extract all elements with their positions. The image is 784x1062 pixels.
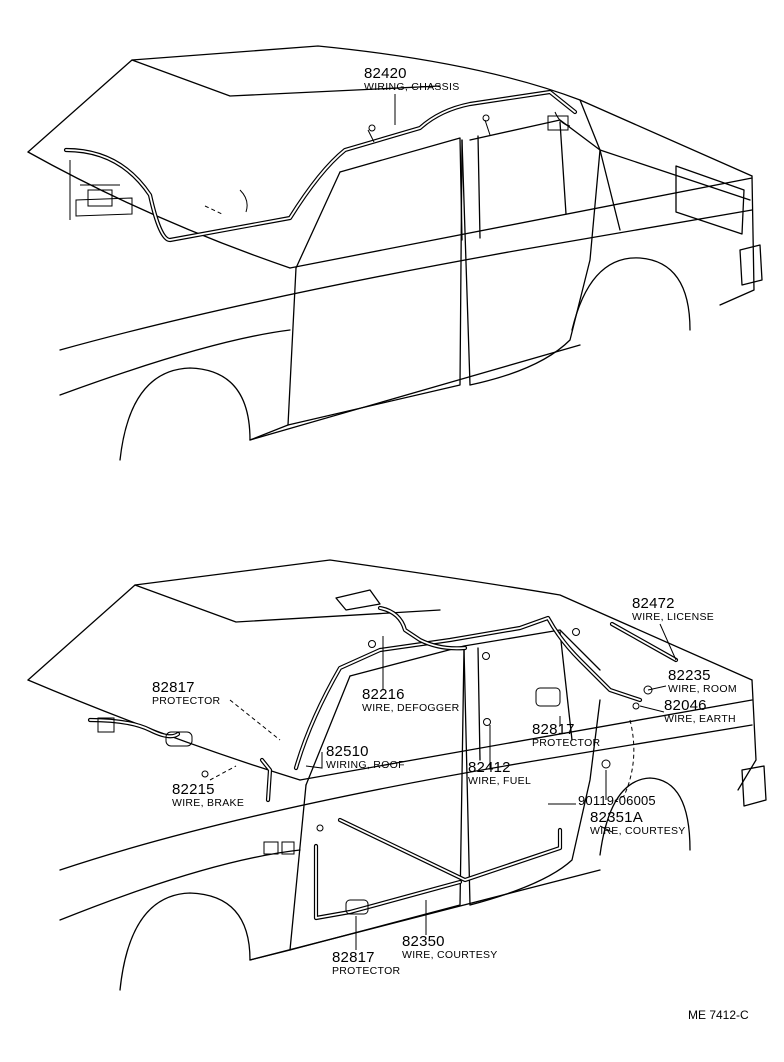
part-description: PROTECTOR (332, 965, 401, 977)
part-number: 82350 (402, 933, 445, 950)
part-label-82817-bottom: 82817 PROTECTOR (332, 950, 400, 977)
part-label-82046: 82046 WIRE, EARTH (664, 698, 736, 725)
part-number: 82215 (172, 781, 215, 798)
part-description: PROTECTOR (532, 737, 601, 749)
part-description: WIRE, BRAKE (172, 797, 245, 809)
part-number: 82235 (668, 667, 711, 684)
part-label-82420: 82420 WIRING, CHASSIS (364, 66, 460, 93)
top-car-body (27, 45, 763, 461)
part-number: 82817 (152, 679, 195, 696)
part-number: 82351A (590, 809, 643, 826)
part-label-82215: 82215 WIRE, BRAKE (172, 782, 244, 809)
part-number: 90119-06005 (578, 793, 656, 808)
part-number: 82817 (332, 949, 375, 966)
part-description: WIRE, LICENSE (632, 611, 715, 623)
part-label-82817-center: 82817 PROTECTOR (532, 722, 600, 749)
bottom-car-body (27, 559, 767, 991)
part-description: WIRING, ROOF (326, 759, 405, 771)
part-number: 82412 (468, 759, 511, 776)
part-description: WIRING, CHASSIS (364, 81, 460, 93)
part-description: PROTECTOR (152, 695, 221, 707)
part-description: WIRE, COURTESY (402, 949, 498, 961)
part-description: WIRE, EARTH (664, 713, 736, 725)
part-label-82472: 82472 WIRE, LICENSE (632, 596, 714, 623)
part-description: WIRE, COURTESY (590, 825, 686, 837)
part-number: 82817 (532, 721, 575, 738)
part-number: 82046 (664, 697, 707, 714)
part-label-82350: 82350 WIRE, COURTESY (402, 934, 498, 961)
part-number: 82420 (364, 65, 407, 82)
part-label-82216: 82216 WIRE, DEFOGGER (362, 687, 460, 714)
top-chassis-wiring (63, 89, 578, 243)
part-number: 82216 (362, 686, 405, 703)
part-label-90119-06005: 90119-06005 (578, 794, 656, 807)
part-label-82351A: 82351A WIRE, COURTESY (590, 810, 686, 837)
part-number: 82472 (632, 595, 675, 612)
part-label-82510: 82510 WIRING, ROOF (326, 744, 405, 771)
part-label-82235: 82235 WIRE, ROOM (668, 668, 737, 695)
bottom-wiring (87, 605, 679, 950)
part-description: WIRE, ROOM (668, 683, 737, 695)
part-label-82412: 82412 WIRE, FUEL (468, 760, 531, 787)
part-number: 82510 (326, 743, 369, 760)
part-label-82817-left: 82817 PROTECTOR (152, 680, 220, 707)
drawing-reference: ME 7412-C (688, 1008, 749, 1022)
part-description: WIRE, DEFOGGER (362, 702, 460, 714)
part-description: WIRE, FUEL (468, 775, 532, 787)
